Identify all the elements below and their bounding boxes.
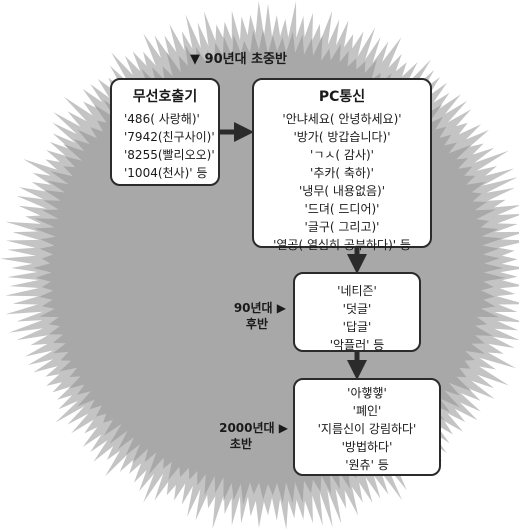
list-item: '원츄' 등: [345, 458, 389, 472]
list-item: '486( 사랑해)': [124, 112, 200, 126]
late-90s-box: '네티즌' '덧글' '답글' '악플러' 등: [293, 272, 421, 352]
era-top-text: 90년대 초중반: [204, 52, 287, 67]
list-item: '8255(빨리오오)': [124, 148, 215, 162]
list-item: '악플러' 등: [329, 338, 385, 352]
list-item: '아햏햏': [347, 386, 387, 400]
list-item: '1004(천사)' 등: [124, 166, 208, 180]
list-item: '안냐세요( 안녕하세요)': [282, 112, 402, 126]
pc-communication-box: PC통신 '안냐세요( 안녕하세요)' '방가( 방갑습니다)' 'ㄱㅅ( 감사…: [252, 78, 432, 252]
list-item: '지름신이 강림하다': [317, 422, 417, 436]
down-triangle-icon: ▼: [190, 52, 200, 67]
era-2000-line1: 2000년대 ▶: [219, 421, 288, 435]
list-item: '답글': [342, 320, 372, 334]
era-label-early-2000s: 2000년대 ▶ 초반: [202, 420, 288, 452]
list-item: '네티즌': [337, 284, 377, 298]
list-item: '냉무( 내용없음)': [298, 184, 386, 198]
list-item: '추카( 축하)': [310, 166, 374, 180]
list-item: '열공( 열심히 공부하다)' 등: [273, 238, 411, 252]
list-item: '드뎌( 드디어)': [304, 202, 380, 216]
era-2000-line2: 초반: [229, 437, 252, 451]
era-late90-line2: 후반: [245, 317, 268, 331]
pager-box: 무선호출기 '486( 사랑해)' '7942(친구사이)' '8255(빨리오…: [110, 78, 220, 186]
pager-box-title: 무선호출기: [132, 89, 198, 105]
pc-box-title: PC통신: [318, 89, 366, 105]
list-item: '방법하다': [341, 440, 393, 454]
era-label-late-90s: 90년대 ▶ 후반: [218, 300, 286, 332]
list-item: '덧글': [342, 302, 372, 316]
early-2000s-box: '아햏햏' '폐인' '지름신이 강림하다' '방법하다' '원츄' 등: [293, 378, 441, 476]
list-item: '폐인': [352, 404, 382, 418]
list-item: '방가( 방갑습니다)': [293, 130, 391, 144]
era-late90-line1: 90년대 ▶: [233, 301, 286, 315]
list-item: '글구( 그리고)': [304, 220, 380, 234]
era-label-early-mid-90s: ▼ 90년대 초중반: [190, 52, 287, 68]
list-item: '7942(친구사이)': [124, 130, 215, 144]
list-item: 'ㄱㅅ( 감사)': [310, 148, 374, 162]
